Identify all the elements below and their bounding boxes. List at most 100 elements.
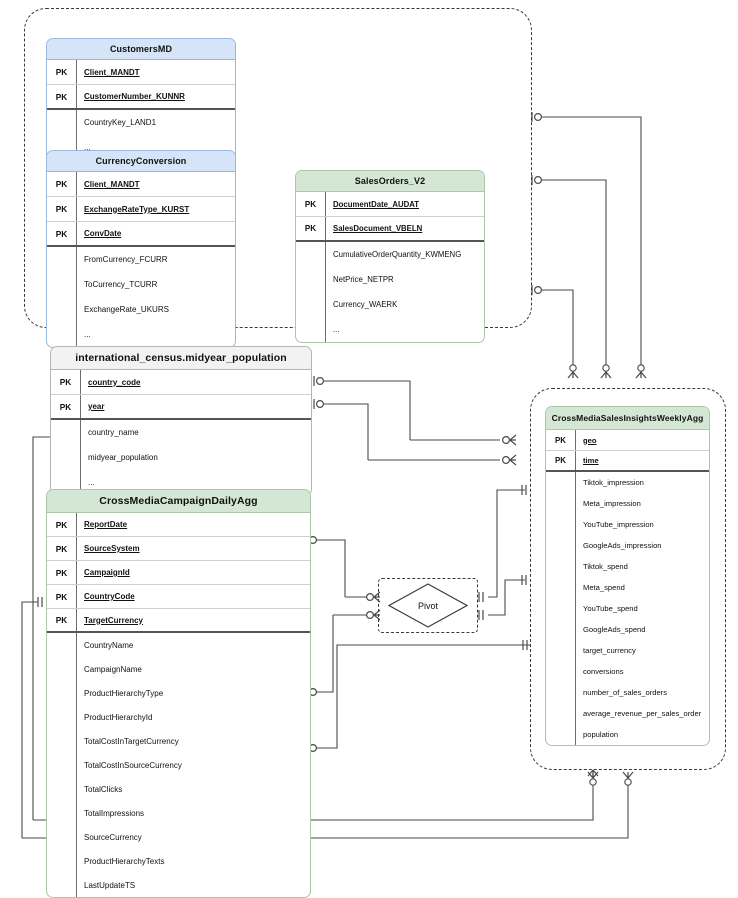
entity-row[interactable]: Meta_spend bbox=[546, 577, 709, 598]
column-name: TotalImpressions bbox=[84, 808, 145, 818]
key-cell-empty bbox=[47, 110, 77, 135]
entity-row[interactable]: NetPrice_NETPR bbox=[296, 267, 484, 292]
entity-row[interactable]: CampaignName bbox=[47, 657, 310, 681]
entity-row[interactable]: YouTube_impression bbox=[546, 514, 709, 535]
entity-row[interactable]: TotalClicks bbox=[47, 777, 310, 801]
column-name: LastUpdateTS bbox=[84, 880, 136, 890]
entity-row[interactable]: TotalImpressions bbox=[47, 801, 310, 825]
entity-row[interactable]: target_currency bbox=[546, 640, 709, 661]
entity-row[interactable]: ... bbox=[47, 322, 235, 347]
entity-row[interactable]: Currency_WAERK bbox=[296, 292, 484, 317]
entity-row[interactable]: CountryKey_LAND1 bbox=[47, 110, 235, 135]
column-name: YouTube_spend bbox=[583, 604, 638, 613]
entity-row[interactable]: ProductHierarchyId bbox=[47, 705, 310, 729]
column-name: number_of_sales_orders bbox=[583, 688, 668, 697]
column-name: CountryName bbox=[84, 640, 134, 650]
key-cell-empty bbox=[546, 493, 576, 514]
entity-row[interactable]: CumulativeOrderQuantity_KWMENG bbox=[296, 242, 484, 267]
entity-row[interactable]: GoogleAds_impression bbox=[546, 535, 709, 556]
entity-row[interactable]: country_name bbox=[51, 420, 311, 445]
entity-row[interactable]: TotalCostInSourceCurrency bbox=[47, 753, 310, 777]
primary-key-badge: PK bbox=[296, 192, 326, 216]
entity-title-salesorders_v2: SalesOrders_V2 bbox=[296, 171, 484, 192]
key-cell-empty bbox=[546, 598, 576, 619]
entity-row[interactable]: PK geo bbox=[546, 430, 709, 451]
entity-row[interactable]: LastUpdateTS bbox=[47, 873, 310, 897]
entity-row[interactable]: Tiktok_impression bbox=[546, 472, 709, 493]
pivot-node[interactable]: Pivot bbox=[388, 583, 468, 628]
key-cell-empty bbox=[546, 535, 576, 556]
entity-row[interactable]: GoogleAds_spend bbox=[546, 619, 709, 640]
entity-row[interactable]: ExchangeRate_UKURS bbox=[47, 297, 235, 322]
entity-row[interactable]: SourceCurrency bbox=[47, 825, 310, 849]
column-name: ExchangeRateType_KURST bbox=[84, 204, 190, 214]
primary-key-badge: PK bbox=[47, 197, 77, 221]
column-name: country_name bbox=[88, 428, 139, 437]
entity-row[interactable]: number_of_sales_orders bbox=[546, 682, 709, 703]
entity-row[interactable]: average_revenue_per_sales_order bbox=[546, 703, 709, 724]
column-name: midyear_population bbox=[88, 453, 158, 462]
entity-row[interactable]: ... bbox=[296, 317, 484, 342]
entity-title-census_midyear_population: international_census.midyear_population bbox=[51, 347, 311, 370]
entity-row[interactable]: ... bbox=[47, 135, 235, 160]
key-cell-empty bbox=[47, 633, 77, 657]
column-name: YouTube_impression bbox=[583, 520, 654, 529]
entity-row[interactable]: YouTube_spend bbox=[546, 598, 709, 619]
primary-key-badge: PK bbox=[546, 430, 576, 450]
entity-title-customersmd: CustomersMD bbox=[47, 39, 235, 60]
entity-row[interactable]: TotalCostInTargetCurrency bbox=[47, 729, 310, 753]
entity-row[interactable]: ... bbox=[51, 470, 311, 495]
entity-row[interactable]: CountryName bbox=[47, 633, 310, 657]
column-name: CampaignId bbox=[84, 568, 130, 577]
entity-row[interactable]: ProductHierarchyType bbox=[47, 681, 310, 705]
primary-key-badge: PK bbox=[47, 513, 77, 536]
entity-row[interactable]: midyear_population bbox=[51, 445, 311, 470]
key-cell-empty bbox=[47, 681, 77, 705]
weekly-agg-group bbox=[530, 388, 726, 770]
key-cell-empty bbox=[51, 470, 81, 495]
entity-row[interactable]: FromCurrency_FCURR bbox=[47, 247, 235, 272]
entity-row[interactable]: ProductHierarchyTexts bbox=[47, 849, 310, 873]
key-cell-empty bbox=[47, 849, 77, 873]
key-cell-empty bbox=[47, 247, 77, 272]
column-name: ... bbox=[333, 325, 340, 334]
entity-row[interactable]: population bbox=[546, 724, 709, 745]
key-cell-empty bbox=[296, 292, 326, 317]
entity-row[interactable]: conversions bbox=[546, 661, 709, 682]
column-name: geo bbox=[583, 435, 597, 445]
key-cell-empty bbox=[47, 657, 77, 681]
key-cell-empty bbox=[546, 619, 576, 640]
column-name: ToCurrency_TCURR bbox=[84, 280, 158, 289]
key-cell-empty bbox=[47, 777, 77, 801]
entity-row[interactable]: PK ExchangeRateType_KURST bbox=[47, 197, 235, 222]
column-name: SourceCurrency bbox=[84, 832, 142, 842]
primary-key-badge: PK bbox=[47, 85, 77, 108]
entity-row[interactable]: Meta_impression bbox=[546, 493, 709, 514]
key-cell-empty bbox=[546, 514, 576, 535]
key-cell-empty bbox=[546, 724, 576, 745]
entity-row[interactable]: Tiktok_spend bbox=[546, 556, 709, 577]
entity-row[interactable]: ToCurrency_TCURR bbox=[47, 272, 235, 297]
primary-key-badge: PK bbox=[47, 172, 77, 196]
